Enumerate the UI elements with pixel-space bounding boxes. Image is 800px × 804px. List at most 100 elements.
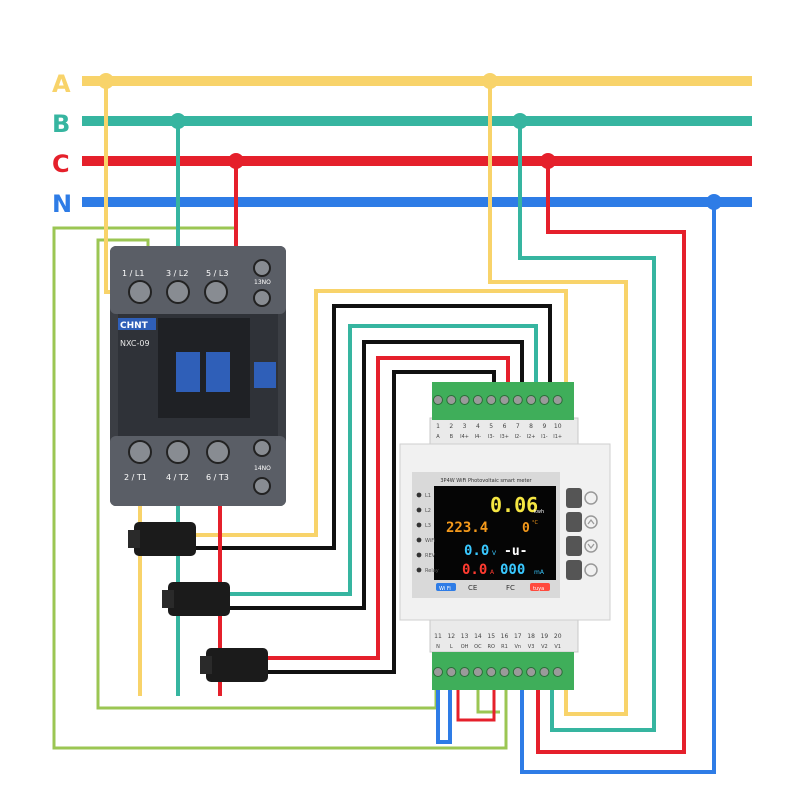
- display-value-u: -u-: [504, 544, 527, 559]
- bottom-screw-3: [206, 440, 230, 464]
- indicator-label: WiFi: [425, 538, 435, 544]
- ce-mark: CE: [468, 584, 477, 592]
- display-temp-unit: °C: [532, 520, 539, 526]
- meter-top-rail: [429, 417, 579, 445]
- contactor-brand: CHNT: [120, 321, 149, 331]
- indicator-led: [416, 552, 422, 558]
- display-temperature: 0: [522, 521, 530, 536]
- indicator-label: REV: [425, 553, 436, 559]
- meter-button-4[interactable]: [566, 560, 582, 580]
- current-transformer-3: [200, 648, 268, 682]
- tuya-badge-label: tuya: [533, 586, 544, 592]
- top-terminal-number: 3: [463, 423, 467, 430]
- menu-icon: [584, 491, 598, 505]
- contactor: CHNT NXC-09 1 / L1 3 / L2 5 / L3 13NO 2 …: [110, 246, 286, 506]
- wire-n-meter: [520, 202, 716, 774]
- bottom-terminal-screw: [539, 667, 550, 677]
- current-transformer-2: [162, 582, 230, 616]
- bottom-terminal-label: V1: [554, 644, 561, 650]
- wire-ct2-teal: [230, 324, 538, 596]
- bottom-terminal-screw: [499, 667, 510, 677]
- bottom-terminal-number: 16: [501, 633, 509, 640]
- meter-screen: [434, 486, 556, 580]
- display-current: 0.0: [462, 562, 487, 578]
- top-terminal-number: 6: [503, 423, 507, 430]
- wire-red-short: [456, 686, 496, 722]
- wifi-badge: [436, 583, 456, 591]
- wire-ct3-black: [268, 370, 496, 674]
- bottom-terminal-screw: [526, 667, 537, 677]
- top-terminal-number: 5: [489, 423, 493, 430]
- top-screw-4: [253, 259, 271, 277]
- contactor-model: NXC-09: [120, 339, 150, 348]
- contactor-logo-bg: [118, 318, 156, 330]
- bottom-terminal-label-3: 6 / T3: [206, 473, 229, 482]
- junction-c1: [228, 153, 244, 169]
- junction-a2: [482, 73, 498, 89]
- meter-title: 3P4W WiFi Photovoltaic smart meter: [440, 478, 532, 484]
- bottom-terminal-label-1: 2 / T1: [124, 473, 147, 482]
- top-terminal-screw: [552, 395, 563, 405]
- display-voltage: 223.4: [446, 520, 488, 536]
- display-milliamp: 000: [500, 562, 525, 578]
- top-screw-5: [253, 289, 271, 307]
- bottom-terminal-number: 14: [474, 633, 482, 640]
- bottom-terminal-label: RO: [487, 644, 494, 650]
- top-terminal-screw: [499, 395, 510, 405]
- top-terminal-number: 7: [516, 423, 520, 430]
- down-arrow-icon: [584, 539, 598, 553]
- bottom-terminal-label: L: [450, 644, 453, 650]
- current-transformer-1: [128, 522, 196, 556]
- junction-n1: [706, 194, 722, 210]
- top-terminal-screw: [486, 395, 497, 405]
- display-energy-unit: kwh: [534, 509, 544, 515]
- contactor-blue-button-right: [206, 352, 230, 392]
- contactor-side-window: [254, 362, 276, 388]
- wire-ct3-red: [268, 356, 510, 660]
- meter-button-2[interactable]: [566, 512, 582, 532]
- top-terminal-number: 2: [449, 423, 453, 430]
- top-terminal-label: I4-: [475, 434, 482, 440]
- top-terminal-number: 1: [436, 423, 440, 430]
- junction-b1: [170, 113, 186, 129]
- bottom-screw-5: [253, 477, 271, 495]
- display-current-unit: A: [490, 569, 495, 576]
- indicator-label: L3: [425, 523, 431, 529]
- top-terminal-label: B: [450, 434, 454, 440]
- indicator-led: [416, 537, 422, 543]
- bottom-terminal-number: 12: [447, 633, 455, 640]
- top-terminal-label: I1-: [541, 434, 548, 440]
- top-terminal-label: I1+: [553, 434, 562, 440]
- wire-b-meter: [518, 121, 656, 732]
- top-terminal-label-3: 5 / L3: [206, 269, 228, 278]
- phase-label-n: N: [52, 190, 72, 218]
- wire-c-meter: [536, 161, 686, 754]
- meter-button-1[interactable]: [566, 488, 582, 508]
- top-screw-1: [128, 280, 152, 304]
- bottom-terminal-screw: [472, 667, 483, 677]
- bottom-terminal-label: V2: [541, 644, 548, 650]
- top-screw-2: [166, 280, 190, 304]
- bottom-terminal-label: Vn: [515, 644, 522, 650]
- bottom-screw-4: [253, 439, 271, 457]
- bottom-screw-1: [128, 440, 152, 464]
- indicator-label: L2: [425, 508, 431, 514]
- display-value-v-unit: V: [492, 550, 497, 557]
- wifi-badge-label: Wi Fi: [439, 586, 451, 592]
- top-terminal-screw: [539, 395, 550, 405]
- indicator-led: [416, 507, 422, 513]
- display-milliamp-unit: mA: [534, 569, 545, 576]
- top-terminal-number: 8: [529, 423, 533, 430]
- top-terminal-screw: [459, 395, 470, 405]
- top-terminal-screw: [446, 395, 457, 405]
- contactor-bottom-block: [110, 436, 286, 506]
- fc-mark: FC: [506, 584, 515, 592]
- top-terminal-label: I3+: [500, 434, 509, 440]
- meter-button-3[interactable]: [566, 536, 582, 556]
- bottom-terminal-label: OC: [474, 644, 482, 650]
- display-energy: 0.06: [490, 493, 538, 517]
- contactor-window: [158, 318, 250, 418]
- bottom-terminal-screw: [433, 667, 443, 677]
